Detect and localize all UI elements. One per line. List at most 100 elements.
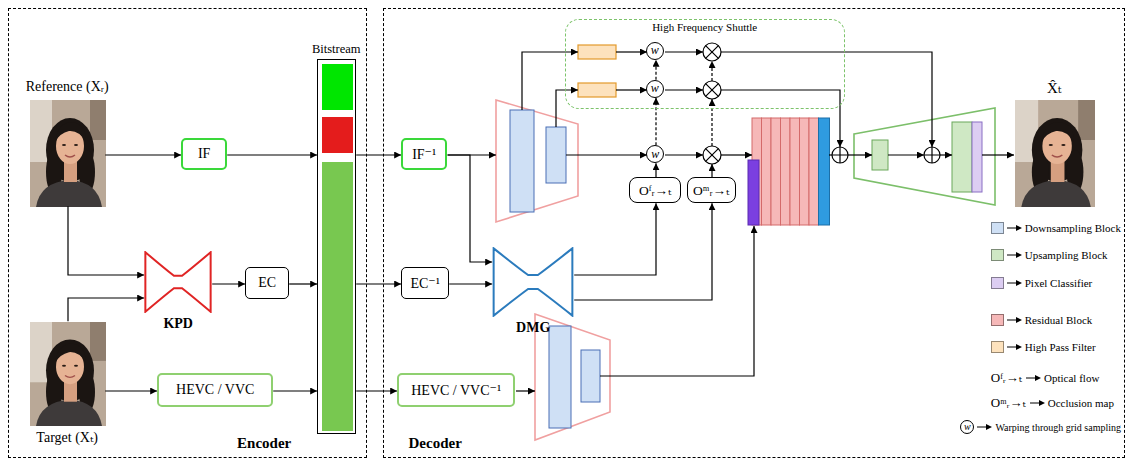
flow-box: Oᶠᵣ→ₜ: [629, 177, 681, 203]
legend-symbol: Oᵐᵣ→ₜ: [991, 395, 1026, 411]
wire: [665, 154, 703, 155]
legend-arrow: [1030, 403, 1040, 404]
connector: [574, 203, 656, 275]
high-pass-filter: [578, 83, 616, 97]
legend-arrow: [1007, 283, 1017, 284]
node-heading: DMG: [516, 320, 550, 336]
connector: [447, 155, 492, 262]
node-heading: KPD: [163, 316, 193, 332]
occlusion-box: Oᵐᵣ→ₜ: [687, 177, 736, 203]
legend-swatch: [991, 277, 1004, 289]
wire: [982, 154, 1014, 155]
legend-text: Occlusion map: [1048, 397, 1114, 409]
wire: [888, 154, 924, 155]
connector: [212, 283, 245, 284]
residual-block: [800, 118, 810, 225]
legend-row: wWarping through grid sampling: [960, 418, 1121, 436]
bitstream-bar: [322, 64, 353, 110]
legend-arrow: [1035, 375, 1041, 381]
node-heading: Reference (Xᵣ): [26, 79, 109, 95]
output-block: [819, 118, 830, 225]
residual-block: [771, 118, 781, 225]
node-heading: Encoder: [237, 435, 291, 452]
wire: [665, 89, 703, 90]
downsampling-pyramid: [496, 100, 578, 222]
legend-swatch: [991, 314, 1004, 326]
legend-row: Oᵐᵣ→ₜ Occlusion map: [991, 394, 1114, 412]
connector: [356, 154, 401, 155]
legend-arrow: [1007, 251, 1022, 259]
wire: [665, 51, 703, 52]
decoder-region: DecoderIF⁻¹EC⁻¹DMGHEVC / VVC⁻¹High Frequ…: [383, 8, 1125, 458]
wire: [516, 390, 535, 391]
residual-block: [809, 118, 819, 225]
connector: [356, 283, 401, 284]
reference-photo: [30, 100, 106, 207]
connector: [68, 298, 144, 321]
legend-swatch: [991, 222, 1004, 234]
output-photo: [1015, 100, 1095, 207]
connector: [227, 154, 317, 155]
legend-arrow: [1016, 344, 1022, 350]
legend-arrow: [1007, 228, 1017, 229]
dashed-connector: [655, 60, 656, 80]
legend-text: Optical flow: [1044, 372, 1099, 384]
connector: [105, 390, 157, 391]
legend-arrow: [1016, 252, 1022, 258]
legend-row: Upsampling Block: [991, 246, 1108, 264]
node-label: EC: [258, 275, 276, 291]
node-heading: Target (Xₜ): [36, 429, 98, 446]
node-label: HEVC / VVC⁻¹: [411, 382, 501, 399]
target-photo: [30, 322, 106, 426]
legend-symbol: w: [964, 422, 971, 432]
node-label: EC⁻¹: [410, 275, 439, 292]
legend-arrow: [1016, 317, 1022, 323]
connector: [574, 203, 712, 300]
multiply-symbol: [706, 46, 719, 59]
legend-arrow: [977, 423, 992, 431]
encoder-region: Encoder Reference (Xᵣ) IF KPD EC Target (Xₜ) H…: [8, 8, 367, 458]
legend-arrow: [1007, 316, 1022, 324]
legend-arrow: [1026, 374, 1041, 382]
process-box: IF: [181, 138, 227, 170]
node-label: Oᶠᵣ→ₜ: [639, 182, 672, 199]
wire: [721, 90, 840, 147]
legend-arrow: [1030, 399, 1045, 407]
wire: [616, 51, 647, 52]
wire: [940, 154, 952, 155]
wire: [522, 52, 578, 110]
high-pass-filter: [578, 45, 616, 59]
multiply-symbol: [703, 43, 721, 61]
add-symbol: [832, 147, 848, 163]
legend-arrow: [1007, 255, 1017, 256]
process-box: IF⁻¹: [401, 138, 447, 170]
legend-arrow: [1016, 280, 1022, 286]
multiply-symbol: [703, 81, 721, 99]
downsampling-block: [546, 127, 566, 183]
reference-frame: Reference (Xᵣ): [29, 99, 105, 206]
dashed-connector: [655, 98, 656, 146]
wire: [616, 89, 647, 90]
residual-block: [781, 118, 791, 225]
legend-arrow: [977, 427, 987, 428]
legend-row: Pixel Classifier: [991, 274, 1093, 292]
pixel-classifier: [972, 122, 982, 192]
bowtie-outline: [144, 251, 212, 313]
wire: [721, 52, 932, 147]
connector: [655, 163, 656, 177]
node-heading: Bitstream: [312, 42, 361, 57]
node-label: HEVC / VVC: [176, 382, 254, 398]
wires: [448, 52, 1014, 391]
node-heading: High Frequency Shuttle: [652, 21, 757, 33]
node-label: w: [651, 81, 659, 96]
upsampling-block: [872, 140, 888, 170]
warp-circle: w: [646, 80, 664, 98]
node-label: w: [651, 43, 659, 58]
dashed-wire: [711, 61, 712, 81]
node-label: w: [651, 147, 659, 162]
connector: [68, 206, 144, 275]
residual-block: [790, 118, 800, 225]
legend-swatch: [991, 341, 1004, 353]
add-symbol: [832, 147, 848, 163]
